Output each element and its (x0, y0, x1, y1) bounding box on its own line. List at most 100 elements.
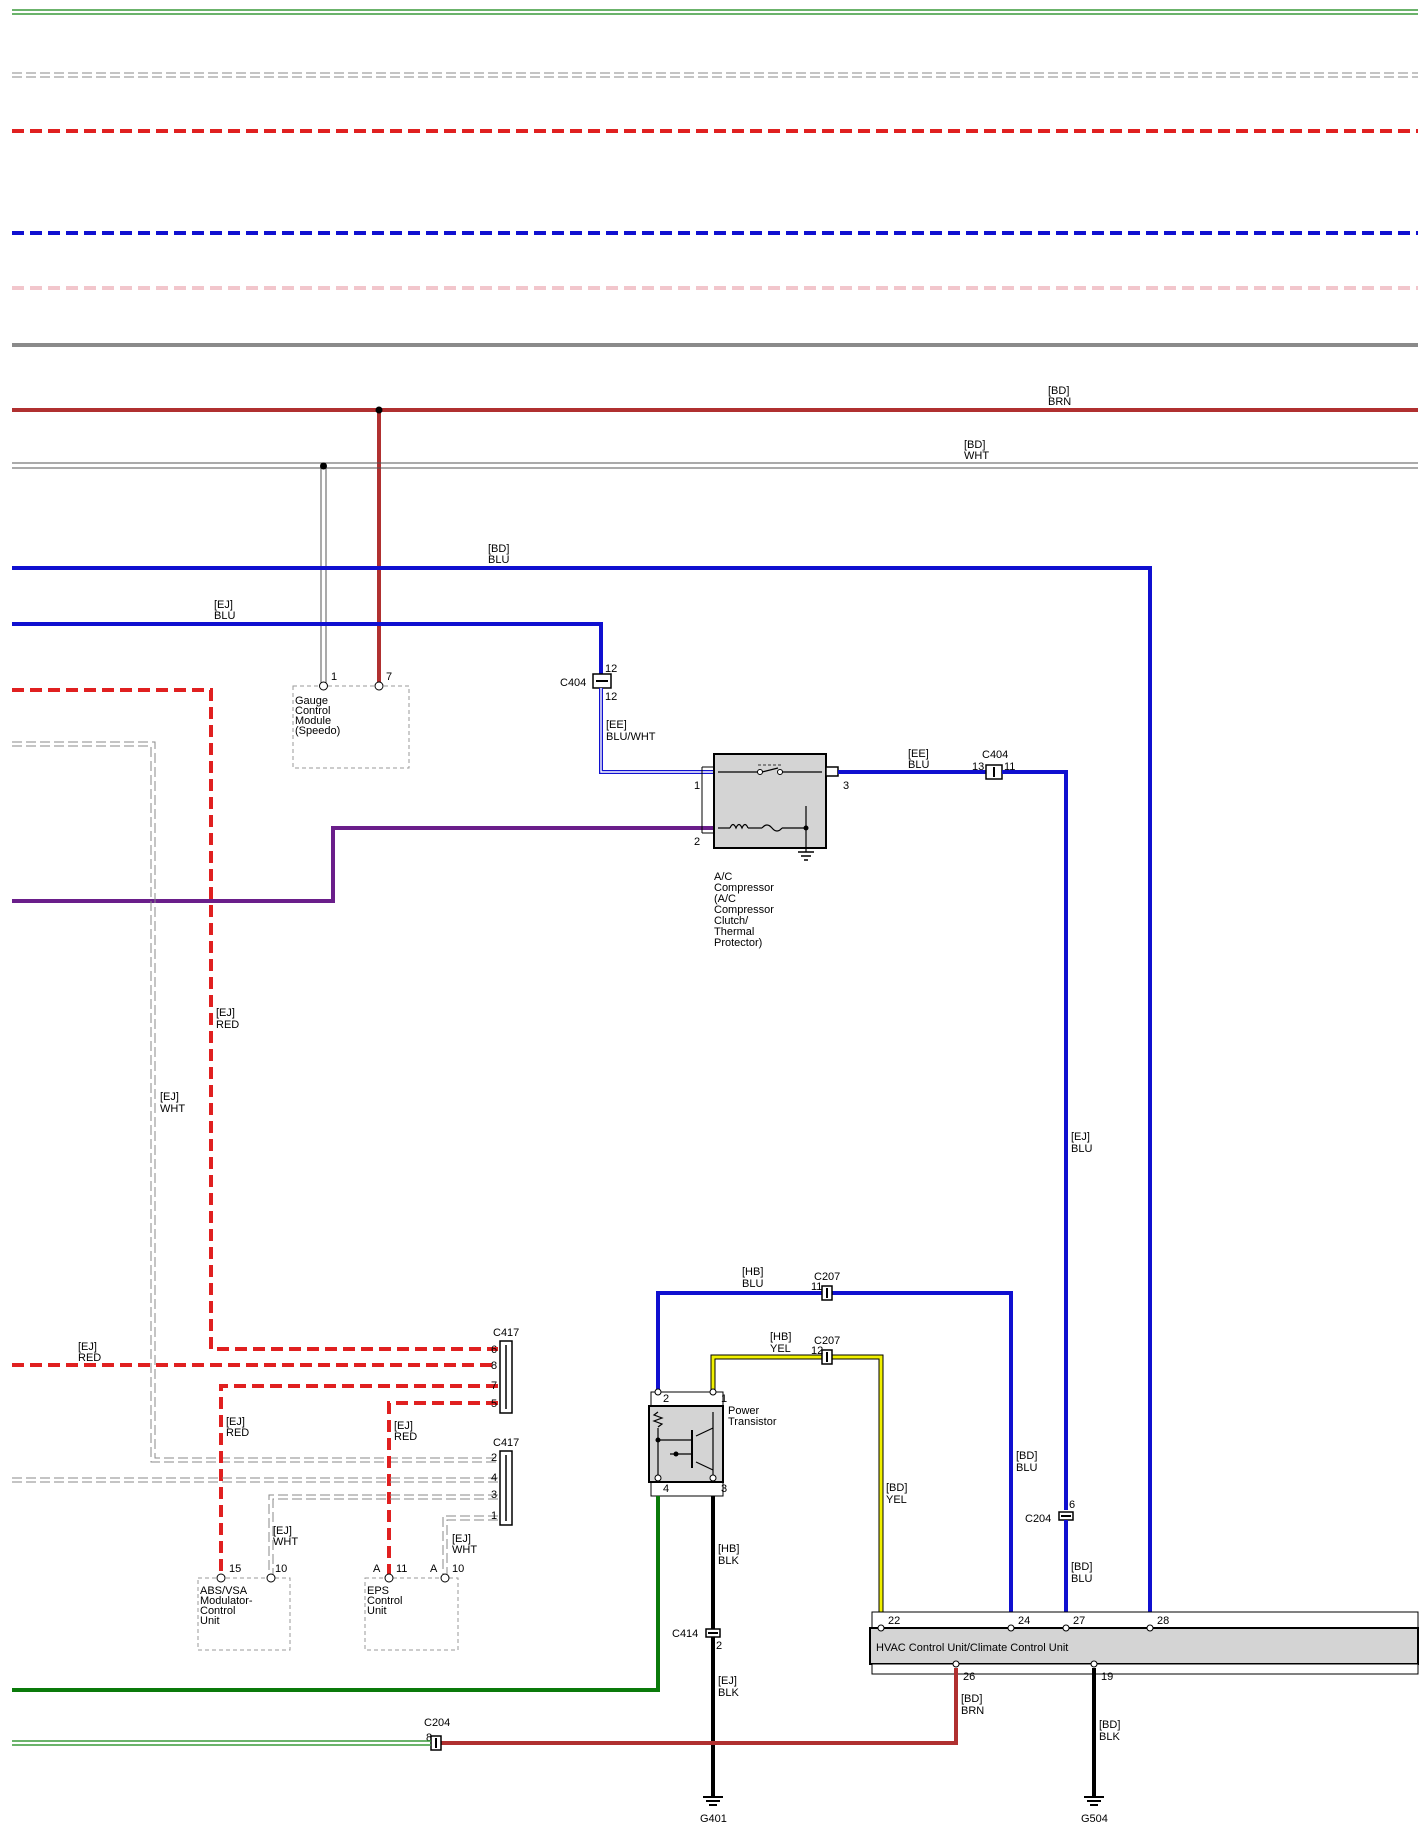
connector-name: C417 (493, 1327, 519, 1339)
connector-name: C204 (1025, 1513, 1051, 1525)
wire-label-code: [BD] (1071, 1561, 1092, 1573)
wire-label-color: RED (394, 1431, 417, 1443)
connector-pin: 12 (811, 1345, 823, 1357)
comp-label-line: A/C (714, 871, 732, 883)
connector-pin: 12 (605, 663, 617, 675)
wire-wht-left-entry (12, 1477, 498, 1483)
wire-label-code: [EJ] (718, 1675, 737, 1687)
comp-pin: 7 (386, 671, 392, 683)
connector-c417-b: C417 2 4 3 1 (491, 1437, 519, 1526)
wire-label-color: BRN (961, 1705, 984, 1717)
comp-pin: 10 (452, 1563, 464, 1575)
wire-ej-blk: [EJ] BLK (711, 1637, 739, 1796)
wire-bd-blu-27: [BD] BLU (1064, 1520, 1092, 1628)
comp-pin: 1 (721, 1393, 727, 1405)
wire-label-code: [EJ] (226, 1416, 245, 1428)
wire-label-color: BLU (1071, 1573, 1092, 1585)
connector-name: C404 (982, 749, 1008, 761)
wire-label-color: YEL (770, 1343, 791, 1355)
wire-label-code: [EE] (606, 719, 627, 731)
comp-label-line: ABS/VSA (200, 1585, 248, 1597)
connector-pin: 3 (491, 1489, 497, 1501)
connector-pin: 11 (811, 1281, 822, 1293)
wire-bd-brn: [BD] BRN (12, 385, 1418, 686)
wire-label-code: [HB] (770, 1331, 791, 1343)
comp-pin: A (373, 1563, 381, 1575)
wire-label-code: [BD] (964, 439, 985, 451)
wire-label-color: WHT (964, 450, 989, 462)
wire-label-color: BLU (742, 1278, 763, 1290)
wire-label-color: RED (226, 1427, 249, 1439)
comp-pin: 22 (888, 1615, 900, 1627)
connector-pin: 13 (972, 761, 984, 773)
wire-ej-red-main: [EJ] RED (12, 688, 498, 1351)
wire-label-code: [EJ] (394, 1420, 413, 1432)
wire-label-code: [BD] (886, 1482, 907, 1494)
comp-pin: 2 (663, 1393, 669, 1405)
connector-name: C414 (672, 1628, 698, 1640)
abs-vsa-control-unit: 15 10 ABS/VSA Modulator- Control Unit (197, 1563, 291, 1651)
wire-label-color: RED (216, 1019, 239, 1031)
wire-ej-wht-vert: [EJ] WHT (12, 741, 498, 1463)
wire-label-color: WHT (160, 1103, 185, 1115)
wire-green-double-bottom (12, 1740, 431, 1746)
wire-ee-blu-wht: [EE] BLU/WHT (599, 688, 714, 774)
wire-label-color: WHT (452, 1544, 477, 1556)
connector-c404-a: C404 12 12 (560, 663, 617, 703)
wire-label-code: [EJ] (214, 599, 233, 611)
wire-label-code: [EJ] (160, 1091, 179, 1103)
comp-pin: 3 (843, 780, 849, 792)
connector-pin: 8 (491, 1360, 497, 1372)
wire-purple (12, 826, 714, 903)
comp-label-line: Power (728, 1405, 760, 1417)
wire-label-color: BRN (1048, 396, 1071, 408)
wire-label-code: [EJ] (273, 1525, 292, 1537)
wire-label-color: BLU (488, 554, 509, 566)
connector-pin: 6 (1069, 1499, 1075, 1511)
wire-label-code: [BD] (1048, 385, 1069, 397)
comp-pin: 1 (331, 671, 337, 683)
connector-c404-b: C404 13 11 (972, 749, 1015, 780)
comp-label-line: Control (200, 1605, 235, 1617)
wire-label-code: [BD] (961, 1693, 982, 1705)
wire-label-code: [HB] (742, 1266, 763, 1278)
wire-label-code: [EJ] (78, 1341, 97, 1353)
wire-ej-red-eps: [EJ] RED (387, 1401, 498, 1576)
wire-label-code: [HB] (718, 1543, 739, 1555)
wire-green (12, 1496, 660, 1692)
wire-ee-blu: [EE] BLU (838, 748, 986, 774)
wire-label-color: BLU (1071, 1143, 1092, 1155)
hvac-control-unit: 22 24 27 28 26 19 HVAC Control Unit/Clim… (869, 1611, 1419, 1683)
connector-pin: 12 (605, 691, 617, 703)
comp-label-line: Compressor (714, 882, 774, 894)
comp-pin: 27 (1073, 1615, 1085, 1627)
wire-ej-wht-eps: [EJ] WHT (442, 1515, 498, 1576)
connector-pin: 2 (716, 1640, 722, 1652)
comp-pin: 19 (1101, 1671, 1113, 1683)
connector-c204-b: C204 8 (424, 1717, 450, 1751)
comp-pin: 24 (1018, 1615, 1030, 1627)
wire-hb-blu: [HB] BLU (656, 1266, 1013, 1628)
wire-bd-blk: [BD] BLK (1092, 1668, 1120, 1796)
wire-hb-blk: [HB] BLK (711, 1496, 739, 1629)
comp-label-line: Control (367, 1595, 402, 1607)
comp-label-line: Gauge (295, 695, 328, 707)
ground-label: G504 (1081, 1813, 1108, 1825)
wire-label-color: YEL (886, 1494, 907, 1506)
comp-label-line: Protector) (714, 937, 762, 949)
wire-label-code: [BD] (1099, 1719, 1120, 1731)
comp-pin: 15 (229, 1563, 241, 1575)
connector-c207-b: C207 12 (811, 1335, 840, 1365)
gauge-control-module: 1 7 Gauge Control Module (Speedo) (292, 671, 410, 769)
comp-label-line: Unit (367, 1605, 387, 1617)
connector-c204-a: C204 6 (1025, 1499, 1075, 1525)
comp-label-line: Transistor (728, 1416, 777, 1428)
wire-label-color: BLU (1016, 1462, 1037, 1474)
wire-label-color: BLK (718, 1687, 739, 1699)
comp-label-line: Module (295, 715, 331, 727)
connector-c417-a: C417 6 8 7 5 (491, 1327, 519, 1414)
wire-label-code: [EJ] (452, 1533, 471, 1545)
ground-g504: G504 (1081, 1796, 1108, 1825)
comp-label-line: Modulator- (200, 1595, 253, 1607)
